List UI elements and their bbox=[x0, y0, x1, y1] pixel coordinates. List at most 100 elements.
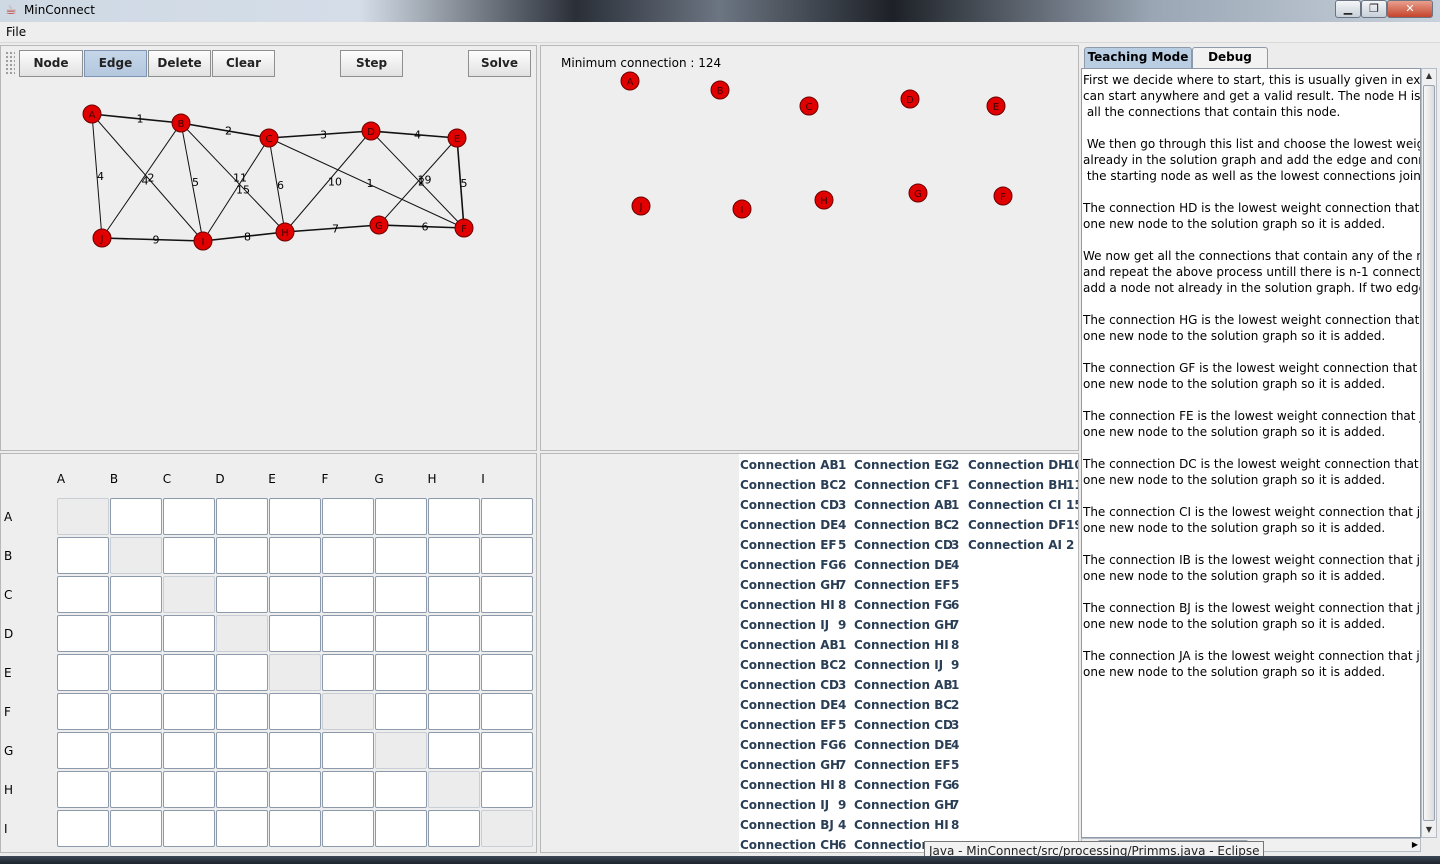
matrix-cell[interactable] bbox=[322, 498, 374, 535]
graph-node-J[interactable] bbox=[92, 228, 112, 248]
graph-edge-AJ[interactable] bbox=[91, 113, 103, 239]
maximize-button[interactable]: ❐ bbox=[1361, 0, 1387, 18]
close-button[interactable]: ✕ bbox=[1387, 0, 1433, 18]
matrix-cell[interactable] bbox=[57, 693, 109, 730]
graph-edge-DE[interactable] bbox=[370, 130, 458, 139]
matrix-cell[interactable] bbox=[57, 654, 109, 691]
matrix-cell[interactable] bbox=[428, 537, 480, 574]
matrix-cell[interactable] bbox=[322, 615, 374, 652]
menu-file[interactable]: File bbox=[6, 25, 27, 39]
scrollbar-thumb[interactable] bbox=[1423, 85, 1435, 821]
graph-node-H[interactable] bbox=[275, 222, 295, 242]
graph-node-A[interactable] bbox=[82, 104, 102, 124]
matrix-cell[interactable] bbox=[110, 810, 162, 847]
matrix-cell[interactable] bbox=[163, 810, 215, 847]
matrix-cell[interactable] bbox=[322, 576, 374, 613]
matrix-cell[interactable] bbox=[216, 537, 268, 574]
matrix-cell[interactable] bbox=[269, 537, 321, 574]
graph-edge-CD[interactable] bbox=[268, 130, 372, 139]
matrix-cell[interactable] bbox=[110, 498, 162, 535]
matrix-cell[interactable] bbox=[216, 693, 268, 730]
matrix-cell[interactable] bbox=[216, 498, 268, 535]
matrix-cell[interactable] bbox=[322, 771, 374, 808]
vertical-scrollbar[interactable]: ▲ ▼ bbox=[1421, 68, 1437, 838]
matrix-cell[interactable] bbox=[375, 771, 427, 808]
matrix-cell[interactable] bbox=[216, 810, 268, 847]
tab-debug[interactable]: Debug bbox=[1192, 47, 1268, 68]
tab-teaching-mode[interactable]: Teaching Mode bbox=[1084, 47, 1192, 68]
graph-node-F[interactable] bbox=[454, 218, 474, 238]
graph-edge-BC[interactable] bbox=[180, 122, 270, 139]
graph-edge-AB[interactable] bbox=[91, 113, 182, 124]
node-button[interactable]: Node bbox=[19, 50, 83, 77]
matrix-cell[interactable] bbox=[428, 654, 480, 691]
matrix-cell[interactable] bbox=[375, 537, 427, 574]
graph-node-C[interactable] bbox=[259, 128, 279, 148]
matrix-cell[interactable] bbox=[375, 654, 427, 691]
matrix-cell[interactable] bbox=[375, 498, 427, 535]
matrix-cell[interactable] bbox=[481, 654, 533, 691]
matrix-cell[interactable] bbox=[163, 654, 215, 691]
graph-edge-CH[interactable] bbox=[268, 137, 286, 233]
graph-edge-EG[interactable] bbox=[378, 137, 458, 226]
matrix-cell[interactable] bbox=[216, 576, 268, 613]
graph-edge-DH[interactable] bbox=[284, 130, 372, 233]
matrix-cell[interactable] bbox=[428, 810, 480, 847]
matrix-cell[interactable] bbox=[269, 810, 321, 847]
matrix-cell[interactable] bbox=[322, 810, 374, 847]
matrix-cell[interactable] bbox=[110, 771, 162, 808]
matrix-cell[interactable] bbox=[163, 615, 215, 652]
matrix-cell[interactable] bbox=[269, 771, 321, 808]
matrix-cell[interactable] bbox=[57, 615, 109, 652]
graph-edge-IJ[interactable] bbox=[101, 237, 204, 242]
graph-edge-CI[interactable] bbox=[202, 137, 270, 242]
graph-node-E[interactable] bbox=[447, 128, 467, 148]
matrix-cell[interactable] bbox=[428, 615, 480, 652]
matrix-cell[interactable] bbox=[110, 693, 162, 730]
matrix-cell[interactable] bbox=[269, 576, 321, 613]
graph-edge-GH[interactable] bbox=[284, 224, 380, 233]
matrix-cell[interactable] bbox=[322, 537, 374, 574]
matrix-cell[interactable] bbox=[322, 654, 374, 691]
matrix-cell[interactable] bbox=[269, 498, 321, 535]
matrix-cell[interactable] bbox=[163, 732, 215, 769]
matrix-cell[interactable] bbox=[216, 654, 268, 691]
graph-edge-BH[interactable] bbox=[180, 122, 286, 233]
graph-edge-DF[interactable] bbox=[370, 130, 465, 229]
solve-button[interactable]: Solve bbox=[468, 50, 531, 77]
scroll-up-icon[interactable]: ▲ bbox=[1425, 71, 1433, 80]
teaching-text-area[interactable]: First we decide where to start, this is … bbox=[1081, 68, 1421, 838]
matrix-cell[interactable] bbox=[57, 771, 109, 808]
graph-node-D[interactable] bbox=[361, 121, 381, 141]
step-button[interactable]: Step bbox=[340, 50, 403, 77]
graph-edge-HI[interactable] bbox=[202, 231, 286, 242]
matrix-cell[interactable] bbox=[375, 615, 427, 652]
clear-button[interactable]: Clear bbox=[212, 50, 275, 77]
matrix-cell[interactable] bbox=[481, 615, 533, 652]
matrix-cell[interactable] bbox=[216, 732, 268, 769]
scroll-right-icon[interactable]: ▶ bbox=[1411, 840, 1418, 849]
matrix-cell[interactable] bbox=[428, 498, 480, 535]
graph-edge-BJ[interactable] bbox=[101, 122, 182, 239]
matrix-cell[interactable] bbox=[428, 732, 480, 769]
graph-node-I[interactable] bbox=[193, 231, 213, 251]
graph-editor-panel[interactable]: Node Edge Delete Clear Step Solve bbox=[0, 45, 537, 451]
matrix-cell[interactable] bbox=[375, 810, 427, 847]
minimize-button[interactable]: ▁ bbox=[1335, 0, 1361, 18]
matrix-cell[interactable] bbox=[269, 732, 321, 769]
matrix-cell[interactable] bbox=[269, 615, 321, 652]
matrix-cell[interactable] bbox=[110, 615, 162, 652]
matrix-cell[interactable] bbox=[57, 732, 109, 769]
toolbar-grip[interactable] bbox=[5, 51, 15, 75]
matrix-cell[interactable] bbox=[375, 576, 427, 613]
matrix-cell[interactable] bbox=[216, 771, 268, 808]
matrix-cell[interactable] bbox=[57, 810, 109, 847]
matrix-cell[interactable] bbox=[163, 771, 215, 808]
matrix-cell[interactable] bbox=[322, 732, 374, 769]
matrix-cell[interactable] bbox=[428, 576, 480, 613]
matrix-cell[interactable] bbox=[163, 693, 215, 730]
edge-button[interactable]: Edge bbox=[84, 50, 147, 77]
matrix-cell[interactable] bbox=[481, 576, 533, 613]
graph-edge-CF[interactable] bbox=[268, 137, 465, 229]
